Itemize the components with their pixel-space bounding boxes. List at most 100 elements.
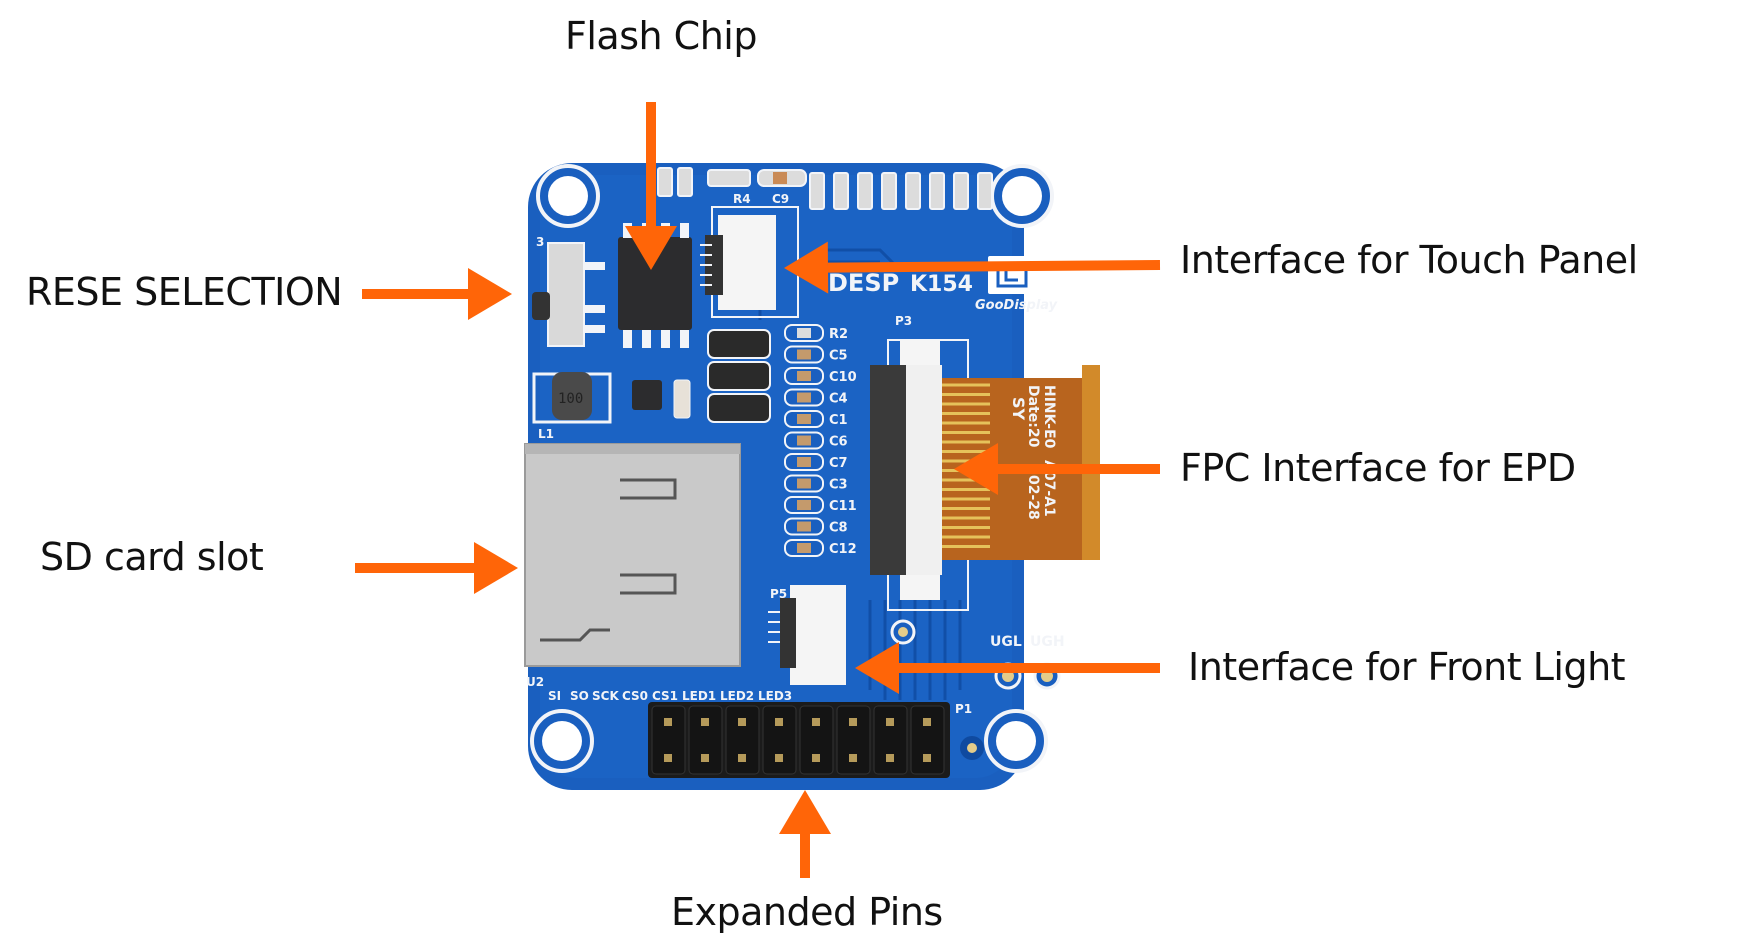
silk-p5: P5 [770,587,787,601]
header-pin [775,754,783,762]
header-pin [664,718,672,726]
fpc-text-line: 02-28 [1025,475,1041,520]
capacitor-label: C4 [829,392,848,407]
fpc-text-line: Date:20 [1025,385,1041,448]
reset-selection-arrow [362,268,512,320]
fpc-text-line: SY [1009,397,1028,421]
silk-switch-pin: 3 [536,235,544,249]
header-pin [923,718,931,726]
front-light-connector [768,585,846,685]
fpc-epd-arrow [954,443,1160,495]
header-pin [738,754,746,762]
capacitor-label: C10 [829,370,857,385]
header-pin [701,754,709,762]
header-pin [664,754,672,762]
mounting-hole-top-right [990,164,1054,228]
model-label: DESP [828,269,899,297]
mounting-hole-top-left [536,164,600,228]
model-suffix-label: K154 [910,272,973,297]
label-sd-card: SD card slot [40,535,264,579]
silk-p3: P3 [895,314,912,328]
label-front-light: Interface for Front Light [1188,645,1626,689]
pin-label: SI [548,689,561,703]
header-pin-pair [873,705,908,775]
sd-card-slot [524,443,741,667]
diode-array [707,329,771,423]
label-touch-panel: Interface for Touch Panel [1180,238,1638,282]
header-pin-pair [762,705,797,775]
ugl-label: UGL [990,634,1022,650]
capacitor-label: C5 [829,349,848,364]
test-pad-center [967,743,977,753]
mounting-hole-bottom-left [530,709,594,773]
capacitor-label: C8 [829,521,848,536]
silk-l1: L1 [538,427,554,441]
label-flash-chip: Flash Chip [565,14,757,58]
capacitor-body [797,414,811,424]
brand-label: GooDisplay [975,298,1058,313]
test-pad-center [898,627,908,637]
reset-selection-switch [532,242,605,347]
capacitor-body [797,521,811,532]
header-pin-pair [799,705,834,775]
silk-p1: P1 [955,702,972,716]
header-pin [923,754,931,762]
capacitor-label: C1 [829,413,848,428]
pin-label: SO [570,689,589,703]
header-pin-pair [910,705,945,775]
header-pin [812,718,820,726]
label-reset-selection: RESE SELECTION [26,270,343,314]
header-pin [775,718,783,726]
expanded-pins-arrow [779,790,831,878]
pin-label: CS1 [652,689,678,703]
capacitor-body [797,478,811,489]
capacitor-label: R2 [829,327,848,342]
header-pin [701,718,709,726]
touch-panel-arrow [784,241,1161,294]
capacitor-body [797,543,811,553]
capacitor-label: C7 [829,456,848,471]
capacitor-c2 [673,379,691,419]
capacitor-label: C6 [829,435,848,450]
header-pin [812,754,820,762]
silk-c9: C9 [772,192,789,206]
capacitor-body [797,457,811,467]
ugh-label: UGH [1030,634,1065,650]
capacitor-label: C12 [829,542,857,557]
pin-label: LED1 [682,689,716,703]
inductor-value: 100 [558,391,583,407]
mounting-hole-bottom-right [984,709,1048,773]
capacitor-body [797,328,811,338]
pin-label: LED3 [758,689,792,703]
front-light-arrow [855,642,1160,694]
silk-u2: U2 [526,675,544,689]
transistor-q1 [632,380,662,410]
capacitor-body [797,435,811,446]
header-pin [738,718,746,726]
sd-card-arrow [355,542,518,594]
capacitor-body [797,500,811,510]
header-pin-pair [688,705,723,775]
header-pin [886,718,894,726]
pin-label: SCK [592,689,619,703]
inductor: 100 [532,372,612,424]
header-pin-pair [836,705,871,775]
pin-label: CS0 [622,689,648,703]
capacitor-body [797,392,811,403]
header-pin-pair [651,705,686,775]
header-pin [849,718,857,726]
header-pin [849,754,857,762]
fpc-text-line: HINK-E0 [1041,385,1057,449]
epd-fpc-connector [870,339,969,611]
resistor-row-top [657,167,993,210]
capacitor-body [797,349,811,360]
header-pin-pair [725,705,760,775]
fpc-text-line: A07-A1 [1041,460,1057,517]
capacitor-body [797,371,811,381]
capacitor-label: C11 [829,499,857,514]
header-pin [886,754,894,762]
